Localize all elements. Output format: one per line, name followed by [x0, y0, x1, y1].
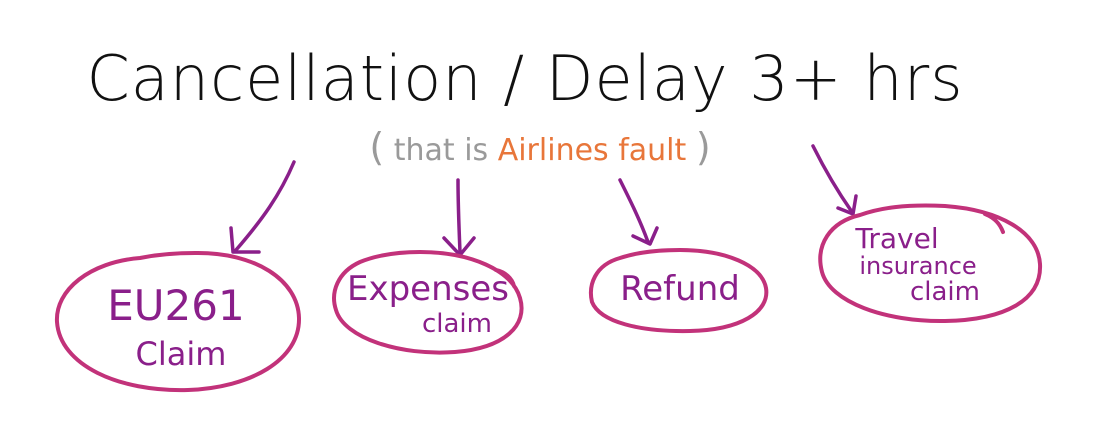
node-labels: EU261 Claim Expenses claim Refund Travel… — [107, 222, 980, 373]
node-travel-insurance-outline — [818, 203, 1043, 324]
node-refund-outline — [589, 247, 769, 334]
node-travel-line3: claim — [910, 277, 980, 307]
arrow-to-travel-insurance — [811, 144, 858, 216]
arrow-to-refund — [618, 178, 659, 246]
node-eu261-outline — [54, 250, 302, 393]
diagram-subtitle: ( that is Airlines fault ) — [369, 125, 710, 169]
diagram-title: Cancellation / Delay 3+ hrs — [86, 42, 963, 115]
node-travel-line1: Travel — [854, 222, 938, 255]
subtitle-highlight: Airlines fault — [498, 133, 687, 168]
node-outlines — [54, 203, 1043, 393]
node-expenses-line2: claim — [422, 309, 492, 339]
arrow-to-expenses — [442, 178, 476, 257]
node-expenses-line1: Expenses — [347, 269, 509, 309]
node-eu261-line2: Claim — [136, 335, 227, 373]
node-refund-line1: Refund — [620, 269, 740, 309]
node-eu261-line1: EU261 — [107, 281, 244, 330]
subtitle-open-paren: ( — [369, 125, 384, 169]
arrows — [229, 144, 858, 257]
node-expenses-outline — [332, 249, 524, 355]
node-travel-line2: insurance — [859, 252, 976, 280]
arrow-to-eu261 — [229, 160, 296, 254]
subtitle-close-paren: ) — [696, 125, 711, 169]
subtitle-prefix: that is — [394, 133, 498, 168]
